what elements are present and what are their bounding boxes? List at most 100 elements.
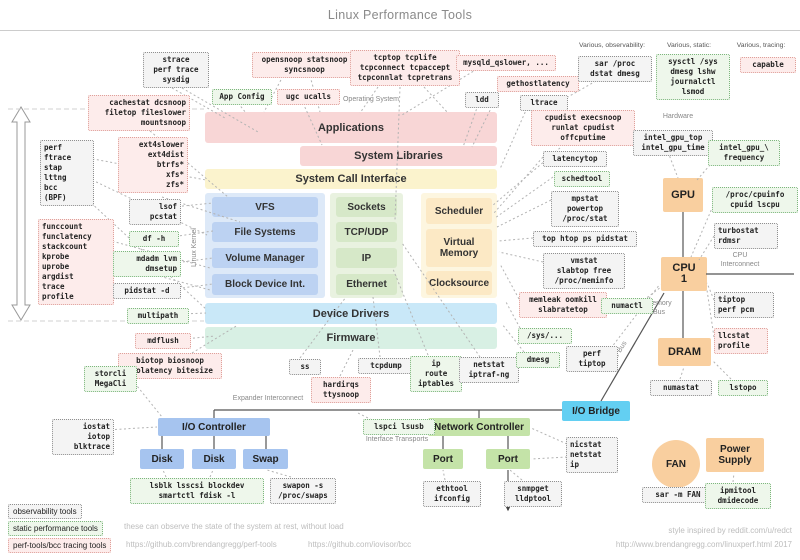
applications-layer: Applications <box>205 112 497 143</box>
kernel-box-sockets: Sockets <box>336 197 397 217</box>
footer-bcc-url: https://github.com/iovisor/bcc <box>308 540 412 549</box>
kernel-box-ip: IP <box>336 248 397 268</box>
tool-top-htop: top htop ps pidstat <box>533 231 637 247</box>
tool-perf-ftrace: perf ftrace stap lttng bcc (BPF) <box>40 140 94 206</box>
tool-netstat-iptraf: netstat iptraf-ng <box>459 357 519 383</box>
hardware-disk-1: Disk <box>140 449 184 469</box>
tool-tcptop: tcptop tcplife tcpconnect tcpaccept tcpc… <box>350 50 460 86</box>
hardware-cpu-1: CPU 1 <box>661 257 707 291</box>
tool-cachestat: cachestat dcsnoop filetop fileslower mou… <box>88 95 190 131</box>
tool-funccount: funccount funclatency stackcount kprobe … <box>38 219 114 305</box>
tool-dmesg: dmesg <box>516 352 560 368</box>
footer-perf-tools-url: https://github.com/brendangregg/perf-too… <box>126 540 277 549</box>
tool-numastat: numastat <box>650 380 712 396</box>
linux-kernel-label: Linux Kernel <box>191 228 198 268</box>
os-extent-arrow <box>11 106 31 321</box>
tool-pidstat-d: pidstat -d <box>113 283 181 299</box>
legend-tracing-tools: perf-tools/bcc tracing tools <box>8 538 112 553</box>
hardware-gpu: GPU <box>663 178 703 212</box>
tool-lsof: lsof pcstat <box>129 199 181 225</box>
tool-schedtool: schedtool <box>554 171 610 187</box>
hardware-network-controller: Network Controller <box>428 418 530 436</box>
tool-mpstat: mpstat powertop /proc/stat <box>551 191 619 227</box>
tool-ipmitool: ipmitool dmidecode <box>705 483 771 509</box>
tool-ethtool: ethtool ifconfig <box>423 481 481 507</box>
kernel-box-volume-manager: Volume Manager <box>212 248 318 268</box>
tool-sys-path: /sys/... <box>518 328 572 344</box>
tool-intel-gpu-top: intel_gpu_top intel_gpu_time <box>633 130 713 156</box>
tool-capable: capable <box>740 57 796 73</box>
tool-mdadm: mdadm lvm dmsetup <box>113 251 181 277</box>
tool-vmstat: vmstat slabtop free /proc/meminfo <box>543 253 625 289</box>
tool-turbostat: turbostat rdmsr <box>714 223 778 249</box>
tool-storcli: storcli MegaCli <box>84 366 137 392</box>
tool-strace: strace perf trace sysdig <box>143 52 209 88</box>
kernel-box-virtual-memory: Virtual Memory <box>426 229 492 267</box>
tool-proc-cpuinfo: /proc/cpuinfo cpuid lscpu <box>712 187 798 213</box>
tool-latencytop: latencytop <box>543 151 607 167</box>
various-tracing-label: Various, tracing: <box>736 42 786 49</box>
hardware-disk-2: Disk <box>192 449 236 469</box>
tool-ldd: ldd <box>465 92 499 108</box>
tool-iostat: iostat iotop blktrace <box>52 419 114 455</box>
tool-lsblk: lsblk lsscsi blockdev smartctl fdisk -l <box>130 478 264 504</box>
tool-mysqld-qslower: mysqld_qslower, ... <box>456 55 556 71</box>
device-drivers-layer: Device Drivers <box>205 303 497 324</box>
tool-sar-proc: sar /proc dstat dmesg <box>578 56 652 82</box>
interface-transports-label: Interface Transports <box>365 436 429 443</box>
footer-style-credit: style inspired by reddit.com/u/redct <box>668 526 792 535</box>
tool-lspci: lspci lsusb <box>363 419 435 435</box>
legend-observability-tools: observability tools <box>8 504 82 519</box>
tool-multipath: multipath <box>127 308 189 324</box>
hardware-io-bridge: I/O Bridge <box>562 401 630 421</box>
tool-ip-route: ip route iptables <box>410 356 462 392</box>
tool-tiptop-perf-pcm: tiptop perf pcm <box>714 292 774 318</box>
tool-cpudist: cpudist execsnoop runlat cpudist offcput… <box>531 110 635 146</box>
kernel-box-tcp-udp: TCP/UDP <box>336 222 397 242</box>
tool-opensnoop: opensnoop statsnoop syncsnoop <box>252 52 357 78</box>
operating-system-label: Operating System <box>342 96 400 103</box>
kernel-box-file-systems: File Systems <box>212 222 318 242</box>
footer-site-url: http://www.brendangregg.com/linuxperf.ht… <box>615 540 792 549</box>
system-libraries-layer: System Libraries <box>300 146 497 166</box>
tool-intel-gpu-frequency: intel_gpu_\ frequency <box>708 140 780 166</box>
hardware-swap: Swap <box>243 449 288 469</box>
tool-llcstat: llcstat profile <box>714 328 768 354</box>
page-title: Linux Performance Tools <box>327 8 473 22</box>
tool-numactl: numactl <box>601 298 653 314</box>
tool-swapon: swapon -s /proc/swaps <box>270 478 336 504</box>
tool-memleak: memleak oomkill slabratetop <box>519 292 607 318</box>
hardware-io-controller: I/O Controller <box>158 418 270 436</box>
tool-snmpget: snmpget lldptool <box>504 481 562 507</box>
tool-ugc-ucalls: ugc ucalls <box>277 89 340 105</box>
kernel-box-clocksource: Clocksource <box>426 271 492 295</box>
system-call-interface-layer: System Call Interface <box>205 169 497 189</box>
tool-gethostlatency: gethostlatency <box>497 76 579 92</box>
cpu-interconnect-label: CPU Interconnect <box>720 252 760 268</box>
tool-nicstat: nicstat netstat ip <box>566 437 618 473</box>
tool-mdflush: mdflush <box>135 333 191 349</box>
tool-app-config: App Config <box>212 89 272 105</box>
kernel-box-block-device-int: Block Device Int. <box>212 274 318 295</box>
tool-sysctl: sysctl /sys dmesg lshw journalctl lsmod <box>656 54 730 100</box>
hardware-port-1: Port <box>423 449 463 469</box>
hardware-dram: DRAM <box>658 338 711 366</box>
kernel-box-scheduler: Scheduler <box>426 198 492 224</box>
hardware-fan: FAN <box>652 440 700 488</box>
expander-interconnect-label: Expander Interconnect <box>232 395 304 402</box>
tool-perf-tiptop: perf tiptop <box>566 346 618 372</box>
tool-ltrace: ltrace <box>520 95 568 111</box>
tool-ss: ss <box>289 359 321 375</box>
hardware-power-supply: Power Supply <box>706 438 764 472</box>
kernel-box-vfs: VFS <box>212 197 318 217</box>
footer-note: these can observe the state of the syste… <box>124 522 344 531</box>
title-divider <box>0 30 800 31</box>
kernel-box-ethernet: Ethernet <box>336 274 397 295</box>
tool-lstopo: lstopo <box>718 380 768 396</box>
tool-df: df -h <box>129 231 179 247</box>
tool-sar-fan: sar -m FAN <box>642 487 714 503</box>
tool-hardirqs: hardirqs ttysnoop <box>311 377 371 403</box>
tool-ext4slower: ext4slower ext4dist btrfs* xfs* zfs* <box>118 137 188 193</box>
various-static-label: Various, static: <box>666 42 712 49</box>
